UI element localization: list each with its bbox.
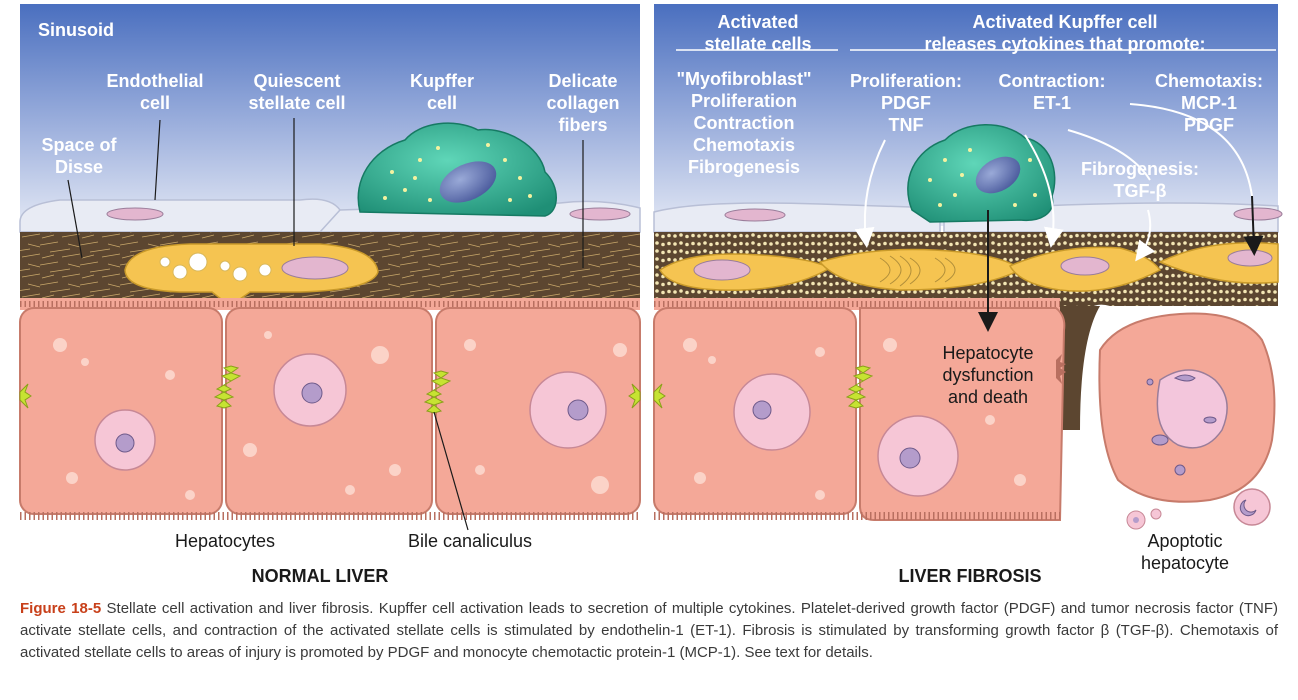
label-activated-kupffer-cell: Activated Kupffer cell releases cytokine…	[924, 12, 1206, 54]
label-proliferation: Proliferation: PDGF TNF	[849, 71, 962, 135]
label-hepatocyte-dysfunction: Hepatocyte dysfunction and death	[942, 343, 1034, 407]
caption-text: Stellate cell activation and liver fibro…	[20, 600, 1278, 661]
label-chemotaxis: Chemotaxis: MCP-1 PDGF	[1154, 71, 1264, 135]
panel-title-normal-liver: NORMAL LIVER	[251, 566, 389, 586]
panel-title-liver-fibrosis: LIVER FIBROSIS	[898, 566, 1042, 586]
label-bile-canaliculus: Bile canaliculus	[407, 531, 533, 551]
bile-canaliculus	[19, 365, 641, 414]
label-kupffer-cell: Kupffer cell	[410, 71, 474, 113]
label-fibrogenesis: Fibrogenesis: TGF-β	[1080, 159, 1200, 201]
figure-label: Figure 18-5	[20, 600, 102, 617]
cytokine-arrows	[854, 103, 1253, 262]
label-activated-stellate-cells: Activated stellate cells	[704, 12, 812, 54]
label-apoptotic-hepatocyte: Apoptotic hepatocyte	[1140, 531, 1230, 573]
label-delicate-collagen-fibers: Delicate collagen fibers	[546, 71, 620, 135]
label-endothelial-cell: Endothelial cell	[106, 71, 204, 113]
label-quiescent-stellate-cell: Quiescent stellate cell	[248, 71, 346, 113]
label-sinusoid: Sinusoid	[38, 20, 114, 40]
label-space-of-disse: Space of Disse	[41, 135, 117, 177]
figure-caption: Figure 18-5 Stellate cell activation and…	[20, 598, 1278, 664]
right-panel	[653, 4, 1283, 530]
endothelial-nucleus	[106, 207, 164, 221]
endothelial-cell	[19, 198, 341, 233]
pointer-lines-left	[67, 118, 584, 531]
hepatocyte-nuclei	[94, 353, 607, 471]
label-contraction: Contraction: ET-1	[998, 71, 1106, 113]
label-myofibroblast: "Myofibroblast" Proliferation Contractio…	[676, 69, 812, 177]
label-hepatocytes: Hepatocytes	[174, 531, 276, 551]
kupffer-nucleus	[439, 161, 497, 203]
left-panel	[19, 4, 641, 531]
